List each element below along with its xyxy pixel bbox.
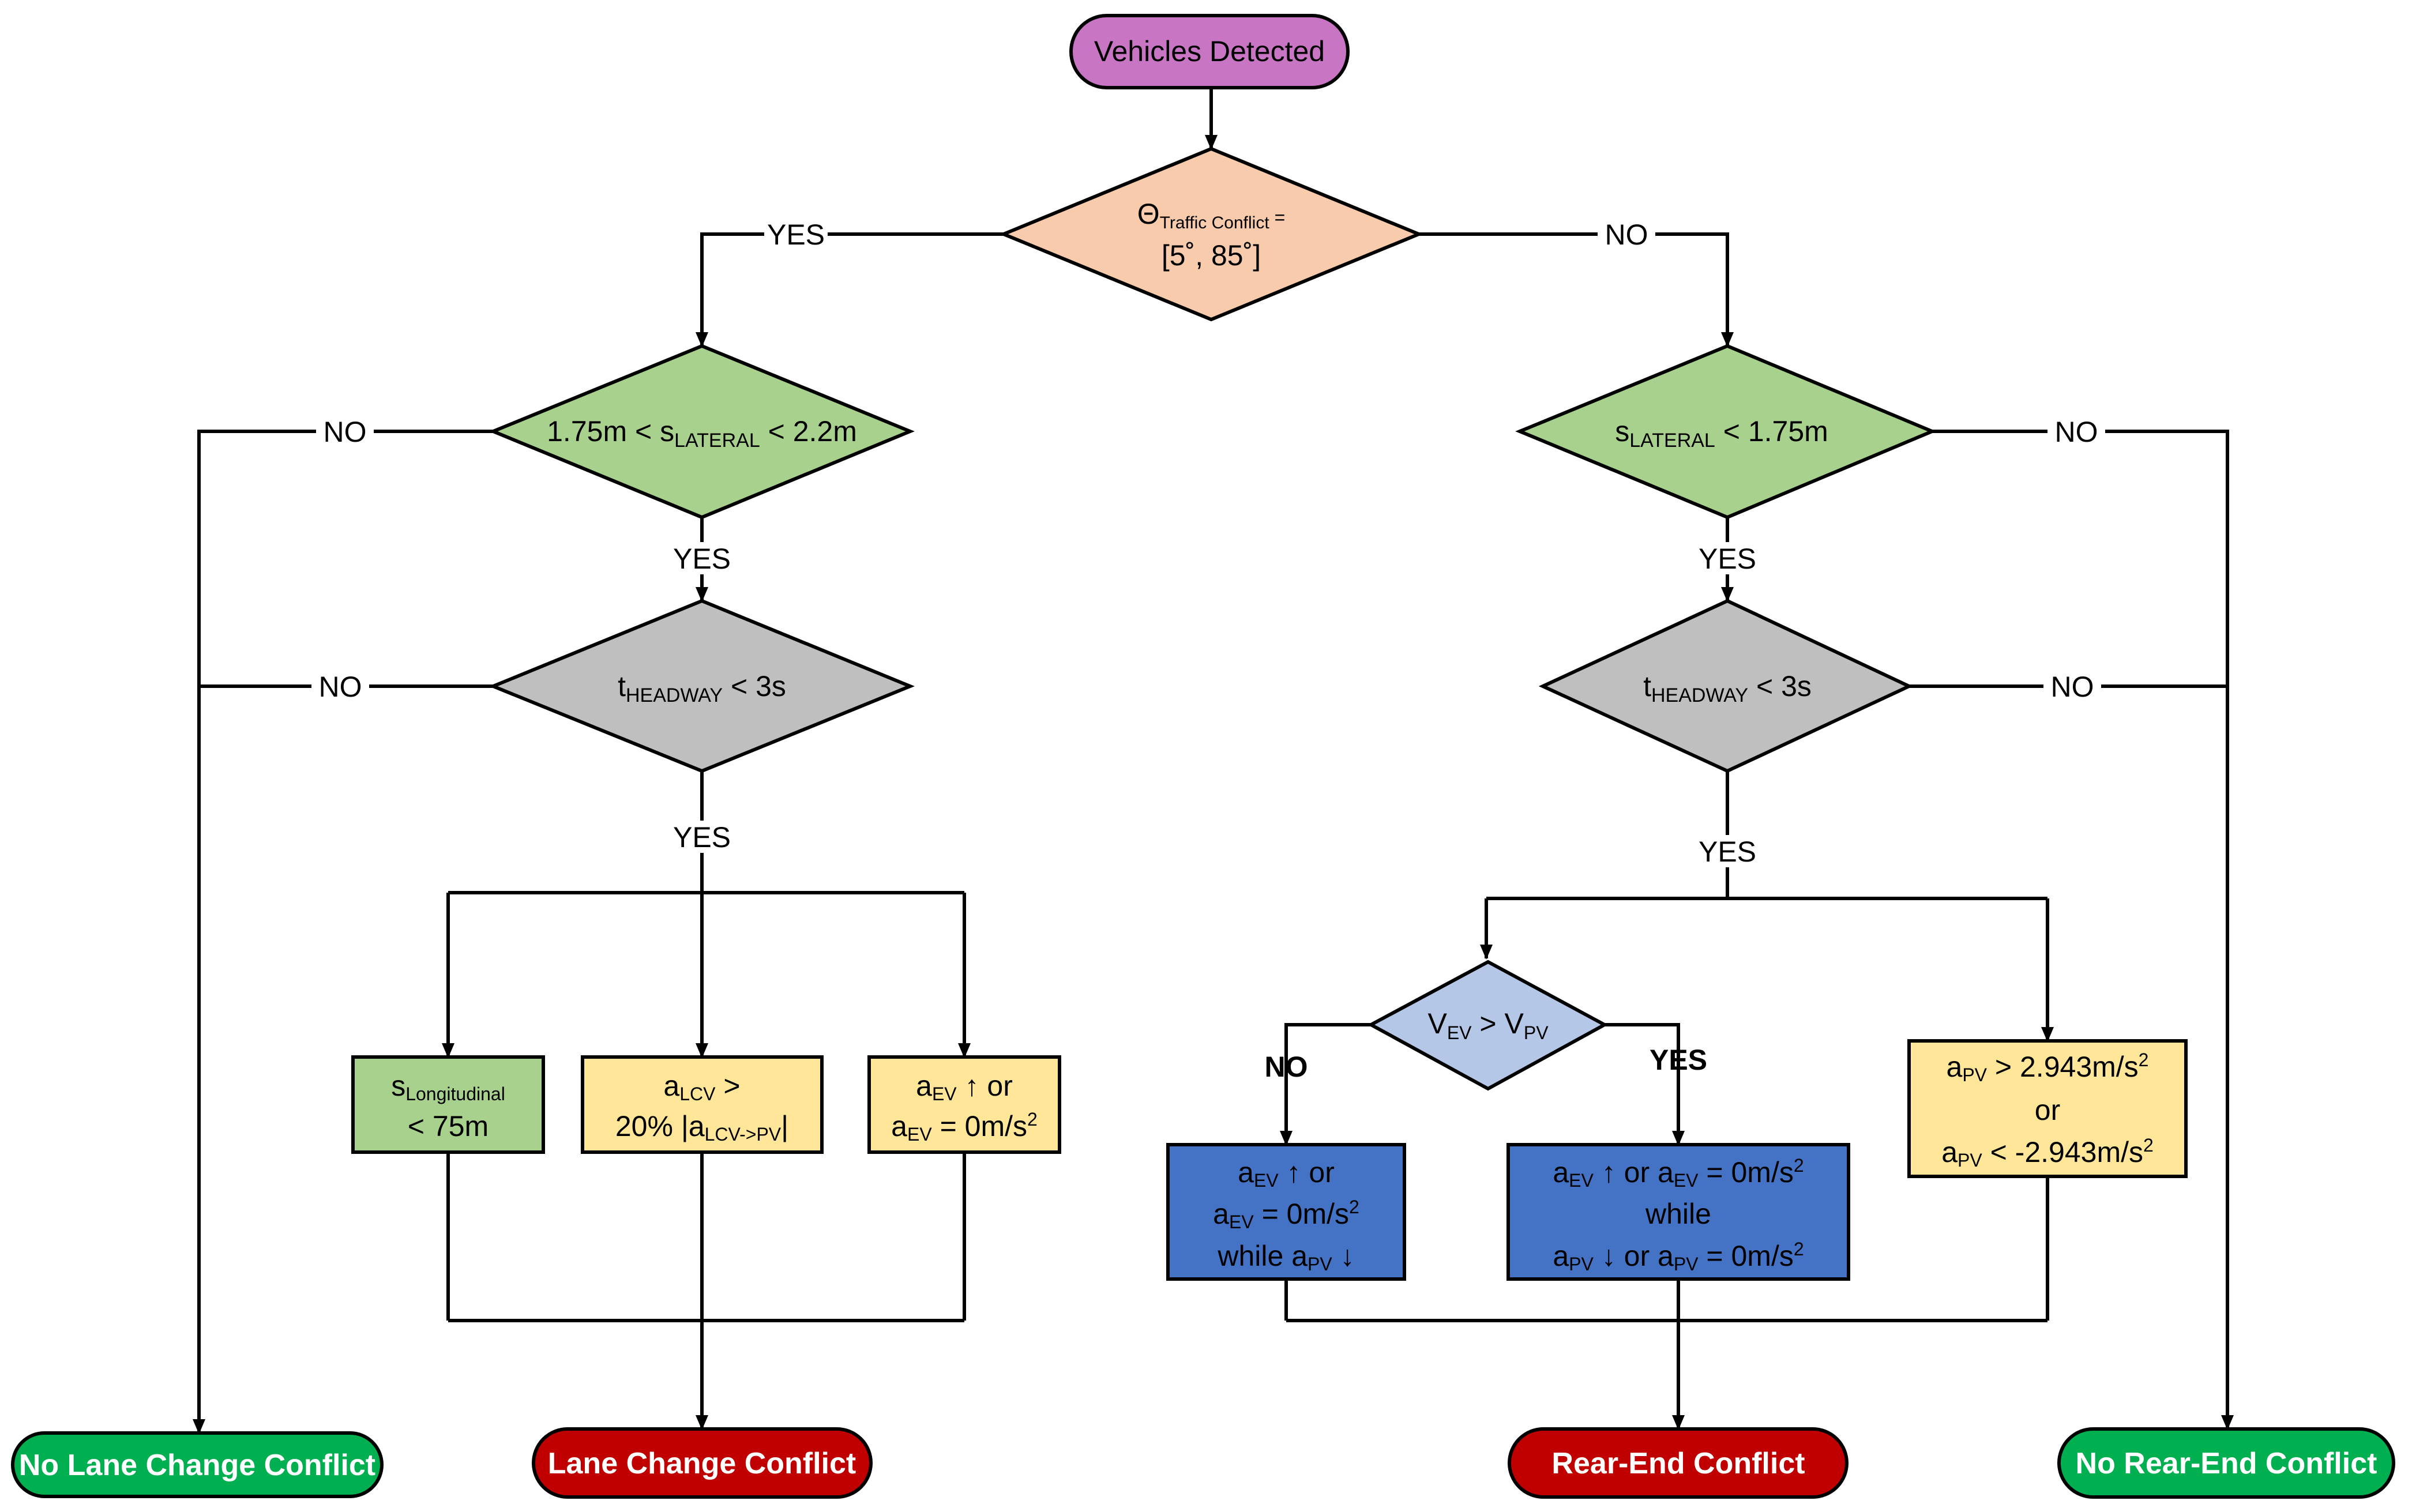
terminal-no-rear-end-label: No Rear-End Conflict xyxy=(2076,1447,2377,1480)
condition-no-velocity-line1: aEV ↑ or xyxy=(1238,1156,1335,1191)
lane-headway-diamond xyxy=(489,599,915,773)
label-no-lane-lateral: NO xyxy=(324,416,367,448)
edge-lane-lateral-no xyxy=(193,430,493,1434)
edge-angle-yes xyxy=(696,232,1004,347)
label-no-velocity: NO xyxy=(1265,1051,1308,1083)
condition-yes-velocity-box xyxy=(1506,1143,1850,1281)
edge-velocity-no xyxy=(1280,1023,1371,1146)
condition-no-velocity: aEV ↑ or aEV = 0m/s2 while aPV ↓ xyxy=(1166,1143,1406,1281)
edge-labels: YES NO NO YES NO YES NO YES NO YES NO YE… xyxy=(311,218,2105,1083)
condition-yes-velocity-line1: aEV ↑ or aEV = 0m/s2 xyxy=(1553,1155,1804,1191)
condition-lcv-line1: aLCV > xyxy=(663,1070,740,1104)
rear-headway-diamond xyxy=(1538,599,1914,773)
terminal-lane-change-label: Lane Change Conflict xyxy=(548,1447,856,1480)
condition-lcv: aLCV > 20% |aLCV->PV| xyxy=(581,1055,824,1154)
condition-ev-box xyxy=(867,1055,1061,1154)
edge-velocity-yes xyxy=(1605,1023,1685,1146)
label-no-rear-headway: NO xyxy=(2051,671,2094,703)
label-yes-velocity: YES xyxy=(1650,1044,1707,1076)
lane-headway-decision: tHEADWAY < 3s xyxy=(489,599,915,773)
condition-pv-box xyxy=(1907,1039,2188,1178)
terminal-no-lane-change-label: No Lane Change Conflict xyxy=(19,1449,375,1482)
terminal-rear-end-shape xyxy=(1508,1427,1849,1499)
start-shape xyxy=(1069,14,1350,89)
condition-yes-velocity: aEV ↑ or aEV = 0m/s2 while aPV ↓ or aPV … xyxy=(1506,1143,1850,1281)
lane-headway-condition: tHEADWAY < 3s xyxy=(618,670,786,706)
velocity-diamond xyxy=(1367,960,1609,1091)
condition-pv: aPV > 2.943m/s2 or aPV < -2.943m/s2 xyxy=(1907,1039,2188,1178)
rear-headway-condition: tHEADWAY < 3s xyxy=(1643,670,1812,706)
condition-longitudinal: sLongitudinal < 75m xyxy=(351,1055,545,1154)
condition-ev: aEV ↑ or aEV = 0m/s2 xyxy=(867,1055,1061,1154)
condition-pv-line2: or xyxy=(2035,1094,2060,1126)
condition-lcv-box xyxy=(581,1055,824,1154)
terminal-no-rear-end-shape xyxy=(2057,1427,2395,1499)
velocity-condition: VEV > VPV xyxy=(1427,1007,1549,1043)
label-no-lane-headway: NO xyxy=(319,671,362,703)
condition-no-velocity-box xyxy=(1166,1143,1406,1281)
angle-diamond xyxy=(999,146,1423,322)
label-yes-angle: YES xyxy=(767,219,825,251)
velocity-decision: VEV > VPV xyxy=(1367,960,1609,1091)
start-node: Vehicles Detected xyxy=(1069,14,1350,89)
terminal-lane-change: Lane Change Conflict xyxy=(532,1427,873,1499)
condition-yes-velocity-line3: aPV ↓ or aPV = 0m/s2 xyxy=(1553,1239,1804,1274)
label-no-angle: NO xyxy=(1605,219,1648,251)
condition-ev-line1: aEV ↑ or xyxy=(916,1070,1013,1104)
terminal-rear-end: Rear-End Conflict xyxy=(1508,1427,1849,1499)
label-no-rear-lateral: NO xyxy=(2055,416,2098,448)
angle-condition-line2: [5˚, 85˚] xyxy=(1162,239,1261,272)
label-yes-lane-headway: YES xyxy=(673,821,731,853)
terminal-lane-change-shape xyxy=(532,1427,873,1499)
connectors xyxy=(193,88,2234,1434)
label-yes-lane-lateral: YES xyxy=(673,543,731,575)
rear-headway-decision: tHEADWAY < 3s xyxy=(1538,599,1914,773)
condition-longitudinal-line1: sLongitudinal xyxy=(391,1070,505,1104)
lane-lateral-decision: 1.75m < sLATERAL < 2.2m xyxy=(489,344,915,520)
lane-lateral-condition: 1.75m < sLATERAL < 2.2m xyxy=(547,415,857,452)
condition-yes-velocity-line2: while xyxy=(1645,1198,1711,1230)
terminal-no-lane-change: No Lane Change Conflict xyxy=(11,1431,384,1498)
terminal-rear-end-label: Rear-End Conflict xyxy=(1551,1447,1805,1480)
rear-lateral-condition: sLATERAL < 1.75m xyxy=(1615,415,1828,452)
edge-rear-lateral-no xyxy=(1932,430,2234,1430)
start-label: Vehicles Detected xyxy=(1094,35,1325,67)
label-yes-rear-headway: YES xyxy=(1699,836,1756,868)
terminal-no-rear-end: No Rear-End Conflict xyxy=(2057,1427,2395,1499)
condition-longitudinal-box xyxy=(351,1055,545,1154)
condition-ev-line2: aEV = 0m/s2 xyxy=(891,1109,1038,1145)
angle-decision: ΘTraffic Conflict = [5˚, 85˚] xyxy=(999,146,1423,322)
angle-condition-line1: ΘTraffic Conflict = xyxy=(1137,198,1286,232)
lane-lateral-diamond xyxy=(489,344,915,520)
edge-angle-no xyxy=(1419,232,1734,347)
terminal-no-lane-change-shape xyxy=(11,1431,384,1498)
rear-lateral-diamond xyxy=(1515,344,1937,520)
condition-lcv-line2: 20% |aLCV->PV| xyxy=(615,1110,788,1145)
label-yes-rear-lateral: YES xyxy=(1699,543,1756,575)
condition-pv-line3: aPV < -2.943m/s2 xyxy=(1941,1135,2154,1171)
condition-longitudinal-line2: < 75m xyxy=(408,1110,489,1142)
condition-no-velocity-line2: aEV = 0m/s2 xyxy=(1213,1197,1359,1232)
condition-no-velocity-line3: while aPV ↓ xyxy=(1217,1240,1354,1274)
condition-pv-line1: aPV > 2.943m/s2 xyxy=(1947,1050,2149,1085)
rear-lateral-decision: sLATERAL < 1.75m xyxy=(1515,344,1937,520)
